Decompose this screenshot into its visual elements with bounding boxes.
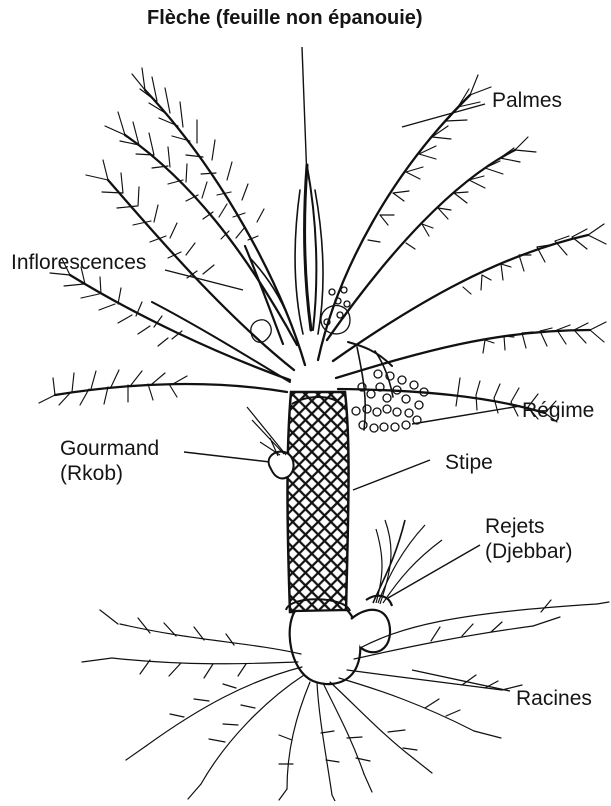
rejets-label-line-2: (Djebbar) [485, 539, 573, 564]
gourmand-shoot [269, 452, 294, 479]
stipe-label: Stipe [445, 450, 493, 475]
rejets-label: Rejets (Djebbar) [485, 514, 573, 564]
gourmand-label-line-1: Gourmand [60, 436, 159, 461]
leader-line-stipe [353, 460, 430, 490]
palmes-label: Palmes [492, 88, 562, 113]
fleche-label: Flèche (feuille non épanouie) [147, 6, 423, 30]
rejets-label-line-1: Rejets [485, 514, 573, 539]
racines-label: Racines [516, 686, 592, 711]
leader-line-rejets [388, 545, 480, 598]
stipe-trunk [247, 392, 350, 612]
gourmand-label-line-2: (Rkob) [60, 461, 159, 486]
inflorescences-label: Inflorescences [11, 250, 146, 275]
regime-label: Régime [522, 398, 594, 423]
gourmand-label: Gourmand (Rkob) [60, 436, 159, 486]
leader-line-regime [412, 406, 520, 424]
leader-line-gourmand [184, 452, 270, 462]
leader-line-fleche [302, 47, 307, 180]
